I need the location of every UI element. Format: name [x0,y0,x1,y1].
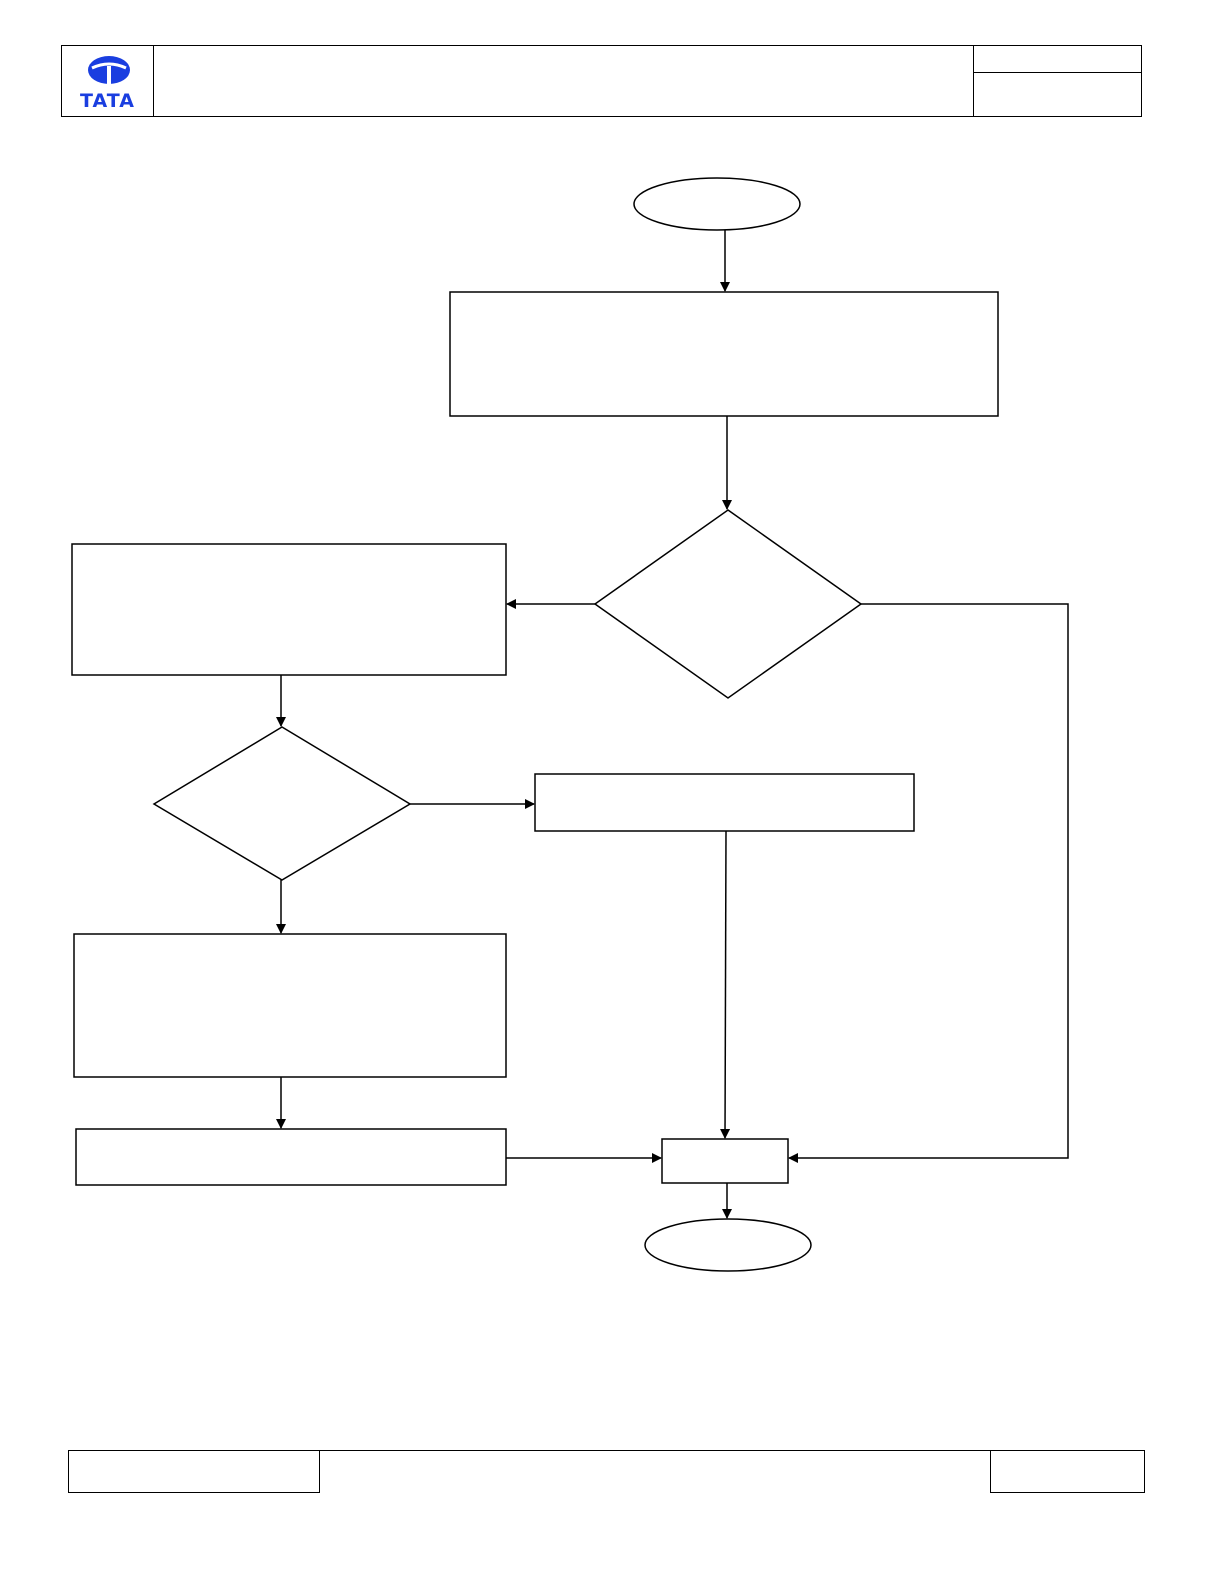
document-header: TATA [61,45,1142,117]
decision-2 [152,726,412,881]
connector-box3-to-merge [720,830,731,1139]
footer-left-cell [68,1450,320,1493]
logo-wordmark: TATA [80,90,135,112]
header-meta-row [974,46,1142,73]
decision-1 [593,509,863,699]
start-terminal [633,177,801,231]
tata-logo-icon [88,56,130,84]
process-box-5 [75,1128,507,1186]
connector-decision1-to-merge [788,603,1069,1163]
process-box-4 [73,933,507,1078]
footer-divider [320,1450,990,1452]
logo-cell: TATA [62,46,154,116]
merge-box [661,1138,789,1184]
process-box-3 [534,773,915,832]
end-terminal [644,1218,812,1272]
process-box-1 [449,291,999,417]
header-meta-cell [973,46,1142,116]
footer-right-cell [990,1450,1145,1493]
process-box-2 [71,543,507,676]
